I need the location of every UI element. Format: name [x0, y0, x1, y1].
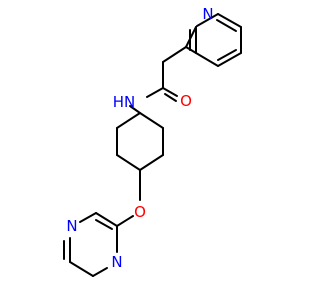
bond	[69, 261, 94, 277]
pyridine-nitrogen-label: N	[202, 5, 213, 23]
bond	[116, 112, 141, 129]
pyrazine-nitrogen-1-label: N	[66, 217, 77, 235]
bond	[196, 13, 219, 27]
bonds	[63, 13, 242, 277]
bond	[195, 52, 219, 67]
amide-nitrogen-symbol: N	[124, 93, 135, 111]
bond	[139, 112, 164, 129]
bond	[116, 215, 134, 227]
bond	[129, 105, 141, 114]
molecule-structure: N O HN O N N	[63, 5, 242, 277]
amide-oxygen-label: O	[180, 92, 192, 110]
bond	[79, 212, 97, 223]
amide-nitrogen-label: HN	[113, 93, 136, 111]
bond	[139, 154, 164, 171]
bond	[146, 87, 164, 98]
bond	[92, 267, 108, 277]
bond	[116, 154, 141, 171]
ether-oxygen-label: O	[134, 203, 146, 221]
bond	[217, 52, 242, 67]
bond	[162, 46, 187, 63]
bond	[185, 26, 197, 48]
bond	[217, 49, 237, 61]
bond	[162, 87, 178, 97]
bond	[216, 19, 237, 32]
bond	[95, 219, 113, 230]
bond	[95, 212, 118, 227]
amide-nitrogen-hydrogen: H	[113, 93, 124, 111]
bond	[164, 93, 177, 102]
pyrazine-nitrogen-4-label: N	[111, 253, 122, 271]
atom-labels: N O HN O N N	[66, 5, 213, 271]
bond	[217, 13, 242, 28]
